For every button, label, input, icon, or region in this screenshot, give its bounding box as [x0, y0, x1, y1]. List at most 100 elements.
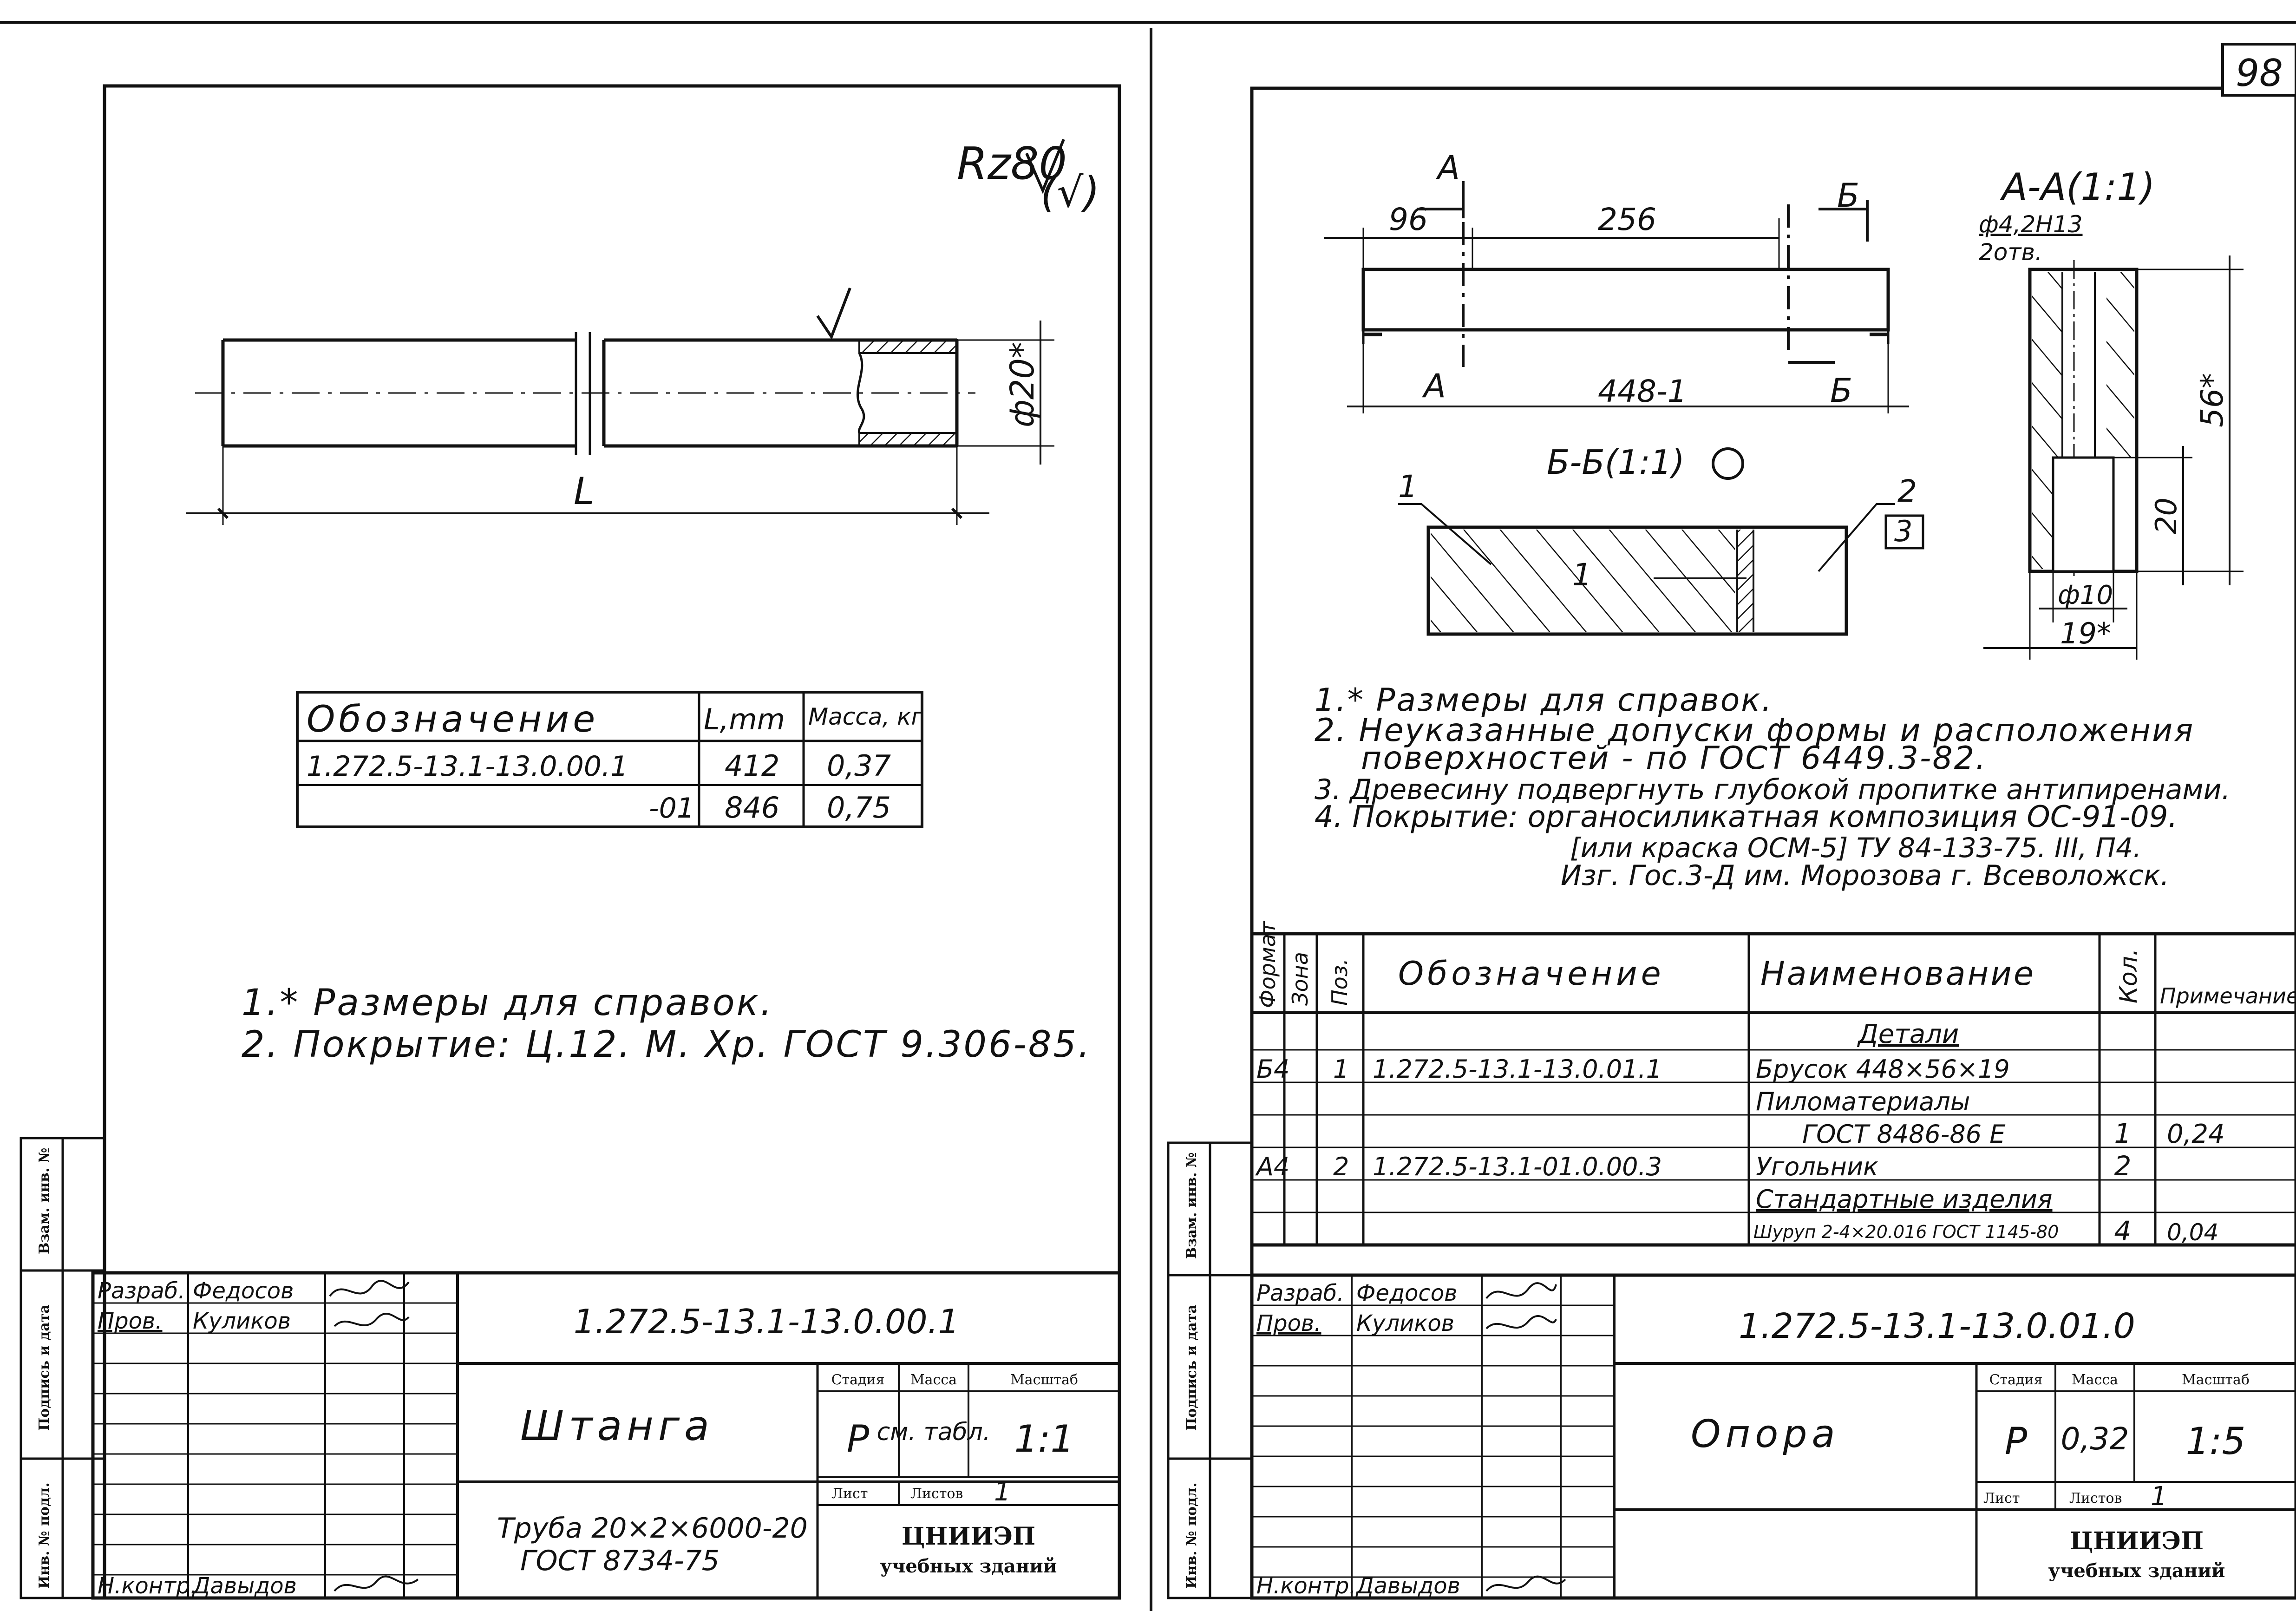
spec-header-format: Формат [1255, 921, 1280, 1008]
surface-roughness-mark: Rz80 [957, 138, 1067, 190]
right-mass-value: 0,32 [2061, 1421, 2129, 1457]
left-part-name: Штанга [520, 1402, 714, 1450]
spec-header-note: Примечание [2160, 983, 2296, 1009]
callout-3: 3 [1894, 514, 1912, 548]
section-b-bottom: Б [1830, 372, 1852, 410]
callout-1: 1 [1398, 469, 1418, 504]
section-aa-drawing [1983, 255, 2244, 660]
diameter-dimension: ф20* [1003, 342, 1041, 427]
left-side-stamp [20, 1137, 106, 1599]
table-row-2-mass: 0,75 [827, 791, 891, 825]
right-signatures-icon [1485, 1282, 1566, 1592]
left-material-line-2: ГОСТ 8734-75 [520, 1545, 720, 1577]
page-number: 98 [2236, 52, 2283, 95]
right-org-subname: учебных зданий [2048, 1560, 2225, 1582]
spec-row-7-qty: 4 [2114, 1215, 2132, 1247]
dim-56: 56* [2194, 373, 2230, 427]
right-side-stamp [1167, 1141, 1253, 1599]
spec-row-5-name: Угольник [1756, 1152, 1878, 1181]
callout-2: 2 [1897, 473, 1917, 509]
right-role-developer: Разраб. [1256, 1280, 1344, 1306]
section-a-bottom: А [1422, 367, 1446, 405]
spec-header-zone: Зона [1288, 952, 1313, 1006]
right-note-2: 2. Неуказанные допуски формы и расположе… [1315, 712, 2194, 749]
section-aa-title: А-А(1:1) [2000, 165, 2155, 209]
section-a-top: А [1436, 149, 1460, 187]
left-title-block [91, 1271, 1121, 1600]
left-name-developer: Федосов [193, 1278, 294, 1304]
left-name-checker: Куликов [193, 1308, 291, 1334]
dim-10: ф10 [2058, 580, 2113, 610]
table-row-2-length: 846 [725, 791, 779, 825]
table-row-1-mass: 0,37 [827, 749, 891, 783]
right-name-checker: Куликов [1356, 1310, 1454, 1336]
spec-row-4-name: ГОСТ 8486-86 Е [1802, 1120, 2006, 1149]
left-stage-value: Р [847, 1417, 870, 1460]
left-document-designation: 1.272.5-13.1-13.0.00.1 [574, 1302, 960, 1341]
left-mass-value: см. табл. [877, 1418, 991, 1446]
right-title-block [1250, 1273, 2296, 1600]
left-col-scale: Масштаб [1010, 1372, 1078, 1388]
spec-row-2-position: 1 [1333, 1054, 1349, 1084]
left-sheet-label: Лист [831, 1486, 868, 1502]
spec-row-5-format: А4 [1255, 1152, 1289, 1181]
spec-row-4-qty: 1 [2114, 1118, 2132, 1149]
right-note-4: 4. Покрытие: органосиликатная композиция… [1315, 800, 2178, 834]
spec-row-3-name: Пиломатериалы [1756, 1087, 1970, 1116]
spec-header-designation: Обозначение [1398, 955, 1665, 993]
right-side-label-signature: Подпись и дата [1184, 1304, 1200, 1431]
right-side-label-replacement: Взам. инв. № [1184, 1153, 1200, 1259]
right-note-1: 1.* Размеры для справок. [1315, 682, 1773, 719]
right-org-name: ЦНИИЭП [2070, 1527, 2204, 1555]
left-frame [103, 84, 1121, 1600]
right-name-developer: Федосов [1356, 1280, 1457, 1306]
right-side-label-inventory: Инв. № подл. [1184, 1482, 1200, 1589]
dim-448: 448-1 [1598, 373, 1687, 409]
spec-row-2-format: Б4 [1256, 1054, 1289, 1084]
table-header-designation: Обозначение [307, 699, 599, 740]
roughness-check-icon [1025, 138, 1065, 194]
section-bb-title: Б-Б(1:1) [1547, 443, 1685, 482]
length-dimension: L [574, 470, 595, 513]
spec-row-5-position: 2 [1333, 1152, 1349, 1181]
spec-row-6-name: Стандартные изделия [1756, 1185, 2053, 1214]
spec-row-4-note: 0,24 [2167, 1119, 2225, 1149]
right-col-scale: Масштаб [2182, 1372, 2250, 1388]
left-sheets-label: Листов [910, 1486, 963, 1502]
spec-header-name: Наименование [1760, 955, 2035, 993]
right-sheet-label: Лист [1983, 1490, 2020, 1506]
left-role-norm-control: Н.контр. [98, 1573, 197, 1599]
spec-table [1250, 932, 2296, 1247]
holes-count: 2отв. [1979, 239, 2042, 266]
left-org-name: ЦНИИЭП [902, 1522, 1035, 1551]
left-signatures-icon [329, 1280, 419, 1592]
right-stage-value: Р [2005, 1420, 2028, 1463]
right-note-2-cont: поверхностей - по ГОСТ 6449.3-82. [1361, 740, 1987, 777]
dim-256: 256 [1598, 202, 1656, 237]
right-note-3: 3. Древесину подвергнуть глубокой пропит… [1315, 773, 2231, 806]
left-role-checker: Пров. [98, 1308, 162, 1334]
left-side-label-replacement: Взам. инв. № [36, 1148, 52, 1254]
right-name-norm-control: Давыдов [1355, 1573, 1460, 1599]
left-sheet: Rz80 (√) ф [20, 84, 1121, 1600]
table-row-1-length: 412 [725, 749, 779, 783]
spec-row-2-designation: 1.272.5-13.1-13.0.01.1 [1373, 1054, 1662, 1084]
dim-20: 20 [2149, 498, 2183, 534]
spec-row-7-note: 0,04 [2167, 1219, 2218, 1246]
left-sheets-count: 1 [994, 1477, 1011, 1507]
right-sheet: 98 А А Б Б 96 256 448-1 Б-Б(1:1) [1167, 43, 2296, 1600]
dim-19: 19* [2060, 616, 2111, 650]
section-bb-drawing [1398, 503, 1924, 636]
table-header-length: L,mm [704, 702, 785, 736]
bar-elevation [1324, 181, 1909, 413]
hole-spec: ф4,2Н13 [1979, 211, 2083, 238]
right-part-name: Опора [1691, 1412, 1840, 1456]
left-name-norm-control: Давыдов [192, 1573, 297, 1599]
spec-row-7-name: Шуруп 2-4×20.016 ГОСТ 1145-80 [1753, 1222, 2059, 1242]
right-sheets-label: Листов [2069, 1490, 2122, 1506]
spec-row-2-name: Брусок 448×56×19 [1756, 1054, 2010, 1084]
left-note-1: 1.* Размеры для справок. [242, 982, 774, 1024]
left-note-2: 2. Покрытие: Ц.12. М. Хр. ГОСТ 9.306-85. [242, 1024, 1092, 1066]
right-role-checker: Пров. [1256, 1310, 1321, 1336]
spec-header-qty: Кол. [2115, 949, 2143, 1004]
